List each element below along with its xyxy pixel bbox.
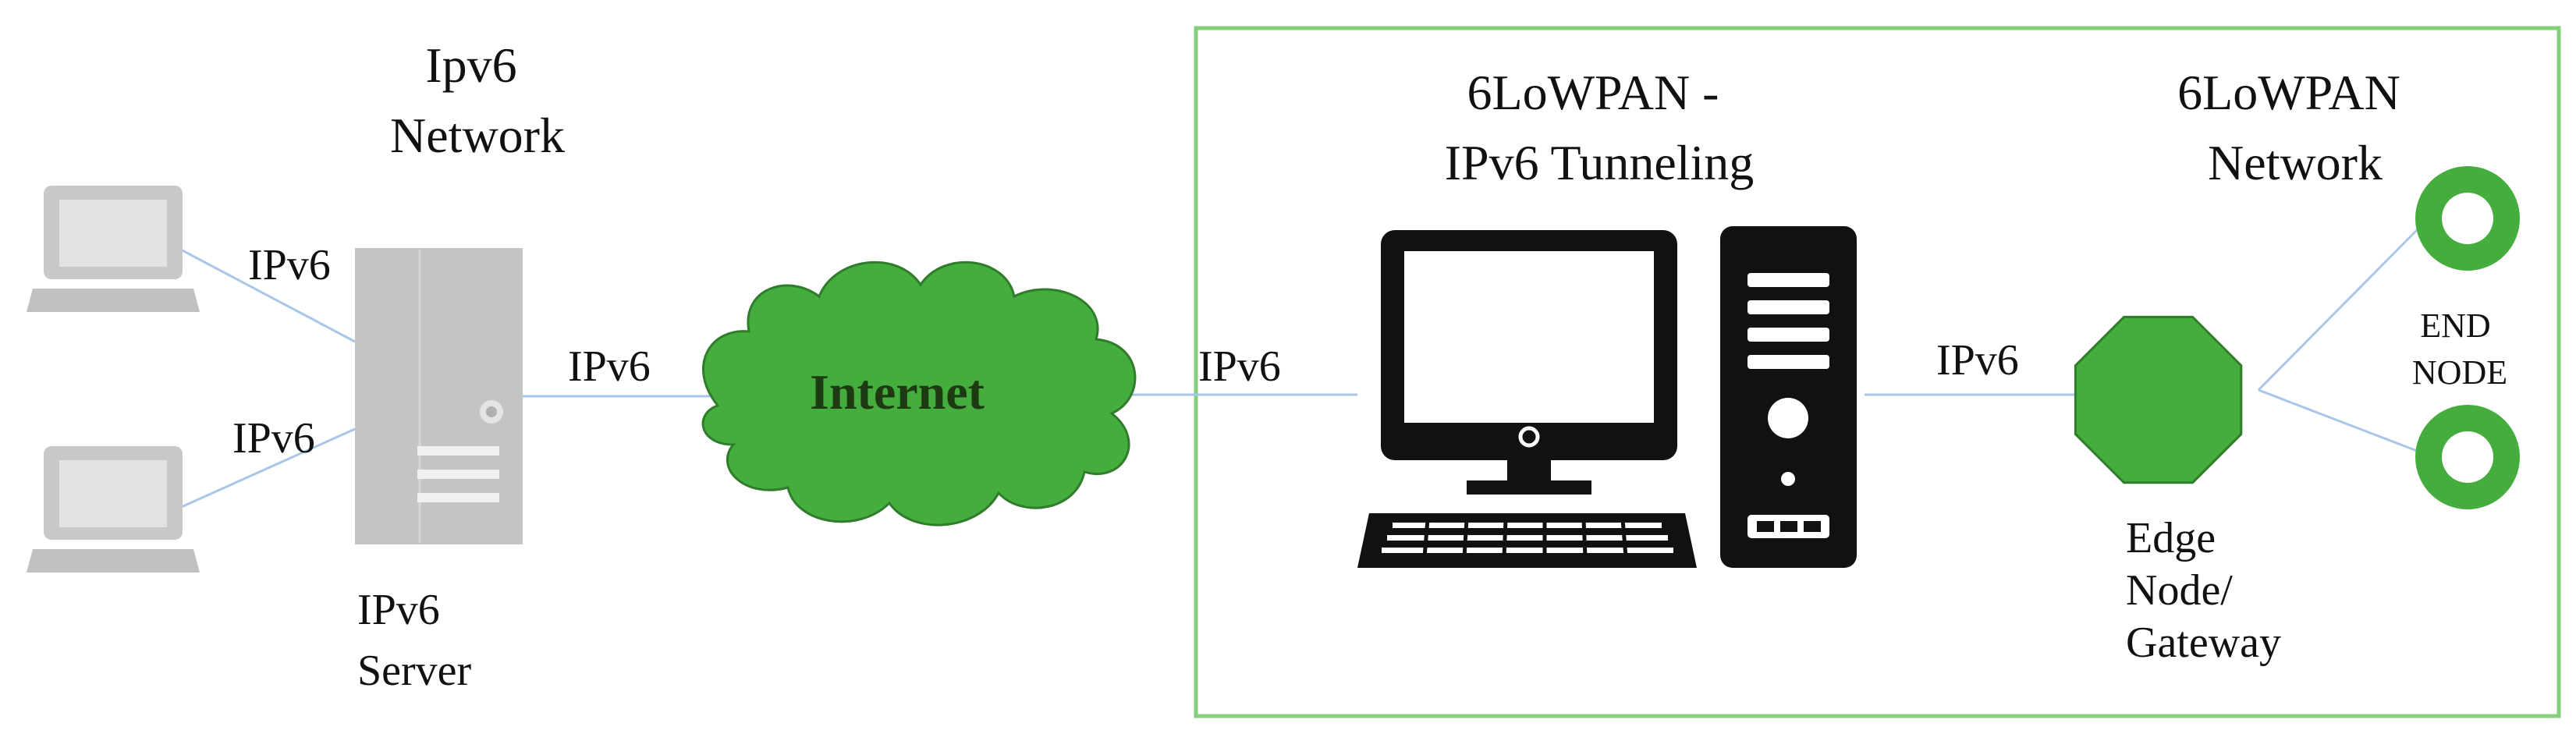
ring-node-icon bbox=[2415, 166, 2520, 271]
link-label-internet-pc: IPv6 bbox=[1198, 342, 1281, 391]
cloud-icon bbox=[701, 261, 1137, 526]
laptop-icon bbox=[27, 446, 200, 573]
connection-lines bbox=[177, 229, 2418, 510]
link-label-server-internet: IPv6 bbox=[568, 342, 651, 391]
internet-label: Internet bbox=[810, 364, 985, 420]
keyboard-icon bbox=[1357, 513, 1697, 568]
lowpan-region-box bbox=[1194, 26, 2561, 718]
link-label-pc-edge: IPv6 bbox=[1936, 336, 2019, 385]
server-tower-icon bbox=[355, 248, 523, 544]
end-node-label: END NODE bbox=[2412, 307, 2507, 392]
ring-node-icon bbox=[2415, 405, 2520, 509]
link-laptop-top-server bbox=[177, 246, 356, 343]
ipv6-network-label: Ipv6 Network bbox=[390, 37, 565, 163]
link-edge-endnode-top bbox=[2257, 229, 2418, 392]
link-label-laptop-top: IPv6 bbox=[248, 241, 331, 289]
link-label-laptop-bottom: IPv6 bbox=[232, 414, 315, 463]
lowpan-network-label: 6LoWPAN Network bbox=[2177, 65, 2413, 190]
tunneling-label: 6LoWPAN - IPv6 Tunneling bbox=[1445, 65, 1755, 190]
link-edge-endnode-bottom bbox=[2258, 388, 2418, 452]
edge-node-label: Edge Node/ Gateway bbox=[2126, 514, 2281, 667]
octagon-node-icon bbox=[2074, 315, 2243, 484]
laptop-icon bbox=[27, 186, 200, 312]
desktop-monitor-icon bbox=[1381, 230, 1677, 495]
pc-tower-icon bbox=[1720, 226, 1857, 568]
ipv6-server-label: IPv6 Server bbox=[357, 586, 472, 695]
link-laptop-bottom-server bbox=[177, 427, 356, 510]
